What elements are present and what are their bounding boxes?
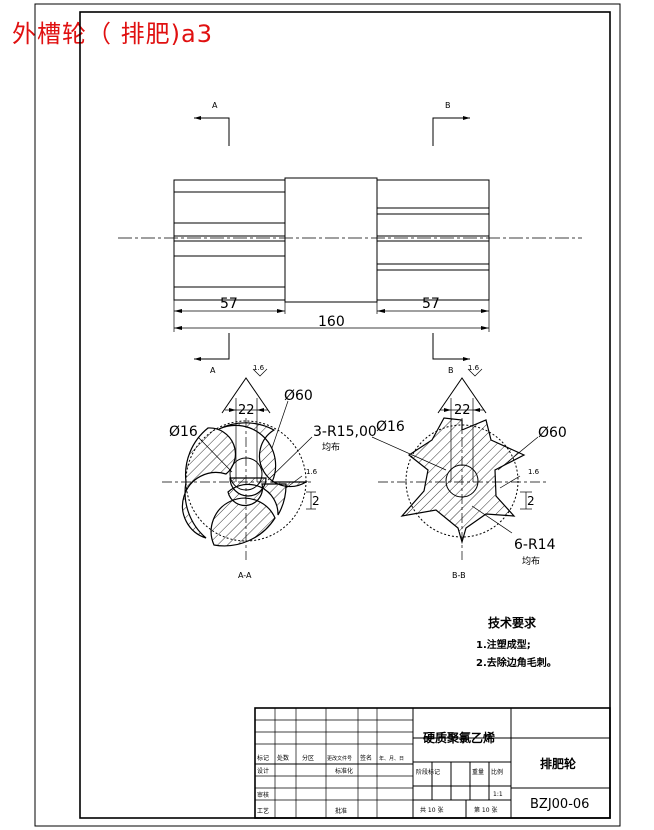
- a-depth-dimension: 2: [312, 494, 320, 508]
- b-radius-spec: 6-R14: [514, 537, 556, 553]
- title-design: 设计: [257, 767, 269, 775]
- shaft-side-view: [118, 116, 582, 361]
- b-radius-note: 均布: [522, 555, 540, 567]
- title-sheets-total: 共 10 张: [420, 806, 443, 814]
- outer-border: [34, 3, 621, 827]
- a-outer-diameter: Ø60: [284, 388, 313, 404]
- section-label-a-top: A: [212, 101, 218, 110]
- title-material: 硬质聚氯乙烯: [423, 730, 495, 745]
- b-roughness-side: 1.6: [528, 468, 540, 476]
- b-width-dimension: 22: [454, 403, 471, 418]
- title-block: [254, 707, 611, 819]
- a-inner-diameter: Ø16: [169, 424, 198, 440]
- title-scale-value: 1:1: [493, 791, 503, 798]
- a-width-dimension: 22: [238, 403, 255, 418]
- title-row-count: 处数: [277, 754, 289, 762]
- title-standardize: 标准化: [335, 767, 353, 775]
- section-a-caption: A-A: [238, 571, 252, 580]
- title-approve: 批准: [335, 807, 347, 815]
- b-inner-diameter: Ø16: [376, 419, 405, 435]
- a-roughness-top: 1.6: [253, 364, 265, 372]
- b-roughness-top: 1.6: [468, 364, 480, 372]
- title-row-change: 更改文件号: [327, 755, 352, 762]
- section-label-b-bottom: B: [448, 366, 454, 375]
- requirements-heading: 技术要求: [488, 615, 537, 630]
- section-label-b-top: B: [445, 101, 451, 110]
- title-sheet-number: 第 10 张: [474, 806, 497, 814]
- title-stage-label: 阶段标记: [416, 768, 440, 776]
- section-b-caption: B-B: [452, 571, 466, 580]
- b-depth-dimension: 2: [527, 494, 535, 508]
- dimension-total-length: 160: [318, 314, 345, 330]
- title-row-sign: 签名: [360, 754, 372, 762]
- dimension-right-length: 57: [422, 296, 440, 312]
- title-part-name: 排肥轮: [540, 756, 577, 771]
- b-outer-diameter: Ø60: [538, 425, 567, 441]
- section-a-a-view: [162, 368, 316, 560]
- title-row-zone: 分区: [302, 754, 314, 762]
- inner-border: [79, 11, 611, 819]
- title-review: 审核: [257, 791, 269, 799]
- a-radius-note: 均布: [322, 441, 340, 453]
- a-roughness-side: 1.6: [306, 468, 318, 476]
- title-drawing-number: BZJ00-06: [530, 797, 589, 812]
- title-row-mark: 标记: [257, 754, 269, 762]
- requirement-item-2: 2.去除边角毛刺。: [476, 656, 557, 669]
- drawing-title: 外槽轮（ 排肥)a3: [12, 20, 213, 48]
- dimension-left-length: 57: [220, 296, 238, 312]
- title-weight-label: 重量: [472, 768, 484, 776]
- title-row-date: 年、月、日: [379, 755, 404, 762]
- title-process: 工艺: [257, 807, 269, 815]
- requirement-item-1: 1.注塑成型;: [476, 638, 531, 651]
- section-label-a-bottom: A: [210, 366, 216, 375]
- section-b-b-view: [371, 368, 548, 560]
- title-scale-label: 比例: [491, 768, 503, 776]
- a-radius-spec: 3-R15,00: [313, 424, 377, 440]
